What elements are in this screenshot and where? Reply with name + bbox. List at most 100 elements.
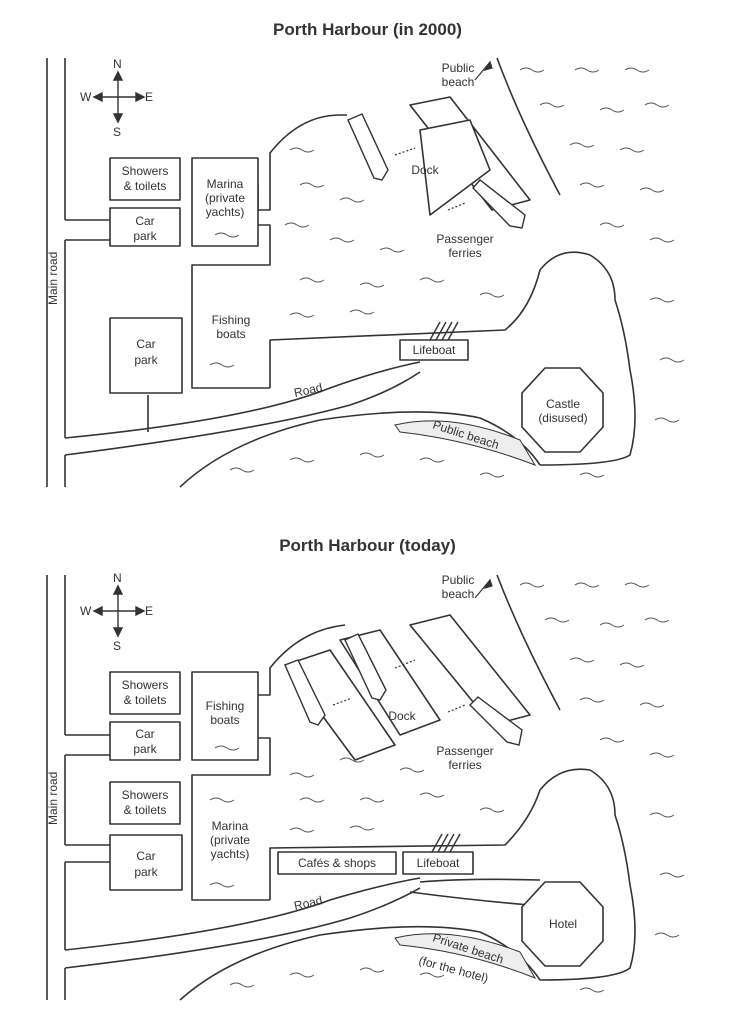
- fishing-boats-label-2: boats: [210, 713, 239, 727]
- map-title-2000: Porth Harbour (in 2000): [273, 20, 462, 39]
- harbour-north-shore: [258, 624, 346, 696]
- castle-octagon: [521, 367, 604, 453]
- showers-bottom-label-2: & toilets: [124, 803, 167, 817]
- passenger-ferries-label-2: ferries: [448, 246, 481, 260]
- dock-east: [409, 614, 531, 726]
- fishing-boats-label-1: Fishing: [212, 313, 251, 327]
- compass-w: W: [80, 604, 92, 618]
- marina-label-1: Marina: [207, 177, 244, 191]
- car-park-bottom-label-2: park: [134, 353, 158, 367]
- car-park-top-label-2: park: [133, 229, 157, 243]
- ferry-boat-icon: [472, 179, 526, 229]
- compass-w: W: [80, 90, 92, 104]
- south-shore: [179, 925, 541, 1001]
- boats-today: [284, 633, 523, 746]
- lifeboat-box: [399, 339, 469, 361]
- showers-toilets-box: [109, 157, 181, 201]
- public-beach-top-label-2: beach: [442, 587, 475, 601]
- car-park-top-label-1: Car: [135, 727, 154, 741]
- map-2000: N S E W Main road Showers & toilets Car …: [46, 57, 685, 488]
- boats-2000: [347, 113, 526, 229]
- lifeboat-box: [402, 851, 474, 875]
- compass-s: S: [113, 639, 121, 653]
- showers-bottom-label-1: Showers: [122, 788, 169, 802]
- car-park-bottom-box: [109, 317, 183, 394]
- marina-label-2: (private: [210, 833, 250, 847]
- car-park-top-box: [109, 207, 181, 247]
- passenger-ferries-label-1: Passenger: [436, 744, 493, 758]
- passenger-ferries-label-1: Passenger: [436, 232, 493, 246]
- marina-label-3: yachts): [211, 847, 250, 861]
- fishing-boats-label-2: boats: [216, 327, 245, 341]
- public-beach-coast: [496, 57, 561, 196]
- dock-west: [284, 649, 396, 761]
- south-shore: [179, 411, 541, 488]
- main-road-label: Main road: [46, 772, 60, 825]
- main-road-label: Main road: [46, 252, 60, 305]
- car-park-top-label-1: Car: [135, 214, 154, 228]
- road-lower-line: [64, 887, 421, 969]
- road-label: Road: [293, 893, 324, 913]
- marina-label-2: (private: [205, 191, 245, 205]
- harbour-north-shore: [257, 114, 347, 211]
- compass-e: E: [145, 604, 153, 618]
- dock-middle: [339, 629, 441, 736]
- water-waves: [209, 67, 685, 478]
- private-beach-note: (for the hotel): [417, 953, 490, 985]
- public-beach-top-label-2: beach: [442, 75, 475, 89]
- dock-jetty: [419, 119, 491, 216]
- castle-label-2: (disused): [538, 411, 587, 425]
- lifeboat-ramp-icon: [431, 833, 461, 853]
- cafes-shops-label: Cafés & shops: [298, 856, 376, 870]
- harbour-west-shore: [191, 224, 271, 389]
- lifeboat-label: Lifeboat: [417, 856, 460, 870]
- lifeboat-ramp-icon: [429, 321, 459, 341]
- car-park-bottom-label-1: Car: [136, 337, 155, 351]
- road-lower-line: [64, 371, 421, 456]
- ferry-boat-icon: [344, 633, 387, 701]
- arrow-icons: [394, 60, 493, 211]
- car-park-bottom-box: [109, 834, 183, 891]
- ferry-boat-icon: [284, 659, 326, 726]
- ferry-boat-icon: [469, 696, 523, 746]
- fishing-boats-box: [191, 671, 259, 761]
- marina-label-1: Marina: [212, 819, 249, 833]
- public-beach-coast: [496, 574, 561, 711]
- showers-toilets-top-box: [109, 671, 181, 715]
- compass-icon: [92, 584, 146, 638]
- car-park-bottom-label-2: park: [134, 865, 158, 879]
- showers-toilets-bottom-box: [109, 781, 181, 825]
- car-park-bottom-label-1: Car: [136, 849, 155, 863]
- hotel-road-lower: [409, 891, 531, 906]
- passenger-ferries-label-2: ferries: [448, 758, 481, 772]
- compass-s: S: [113, 125, 121, 139]
- car-park-top-box: [109, 721, 181, 761]
- peninsula-outline: [269, 251, 636, 466]
- public-beach-bottom-area: [394, 420, 537, 466]
- fishing-boats-label-1: Fishing: [206, 699, 245, 713]
- dock-label: Dock: [411, 163, 439, 177]
- car-park-top-label-2: park: [133, 742, 157, 756]
- road-label: Road: [293, 380, 324, 400]
- private-beach-area: [394, 933, 537, 979]
- road-upper-line: [64, 361, 421, 439]
- peninsula-outline: [269, 768, 636, 981]
- public-beach-top-label-1: Public: [442, 573, 475, 587]
- arrow-icons: [332, 578, 493, 713]
- harbour-west-shore: [191, 737, 271, 901]
- showers-label-2: & toilets: [124, 179, 167, 193]
- private-beach-label: Private beach: [431, 931, 505, 967]
- showers-top-label-2: & toilets: [124, 693, 167, 707]
- ferry-boat-icon: [347, 113, 389, 181]
- compass-icon: [92, 70, 146, 124]
- castle-label-1: Castle: [546, 397, 580, 411]
- dock-label: Dock: [388, 709, 416, 723]
- compass-n: N: [113, 571, 122, 585]
- compass-e: E: [145, 90, 153, 104]
- hotel-label: Hotel: [549, 917, 577, 931]
- hotel-octagon: [521, 881, 604, 967]
- compass-n: N: [113, 57, 122, 71]
- marina-label-3: yachts): [206, 205, 245, 219]
- water-waves: [209, 582, 685, 993]
- marina-box: [191, 157, 259, 247]
